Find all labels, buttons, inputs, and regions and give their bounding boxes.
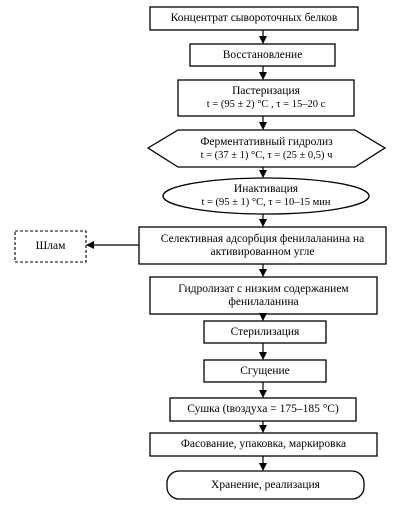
text-adsorption-line2: активированном угле: [210, 245, 315, 258]
text-reconstitution: Восстановление: [222, 48, 303, 61]
text-condensation: Сгущение: [240, 364, 290, 377]
label-reconstitution: Восстановление: [190, 44, 335, 66]
text-adsorption-line1: Селективная адсорбция фенилаланина на: [160, 232, 365, 245]
label-inactivation: Инактивация t = (95 ± 1) °С, τ = 10–15 м…: [163, 178, 369, 214]
text-hydrolysate-line1: Гидролизат с низким содержанием: [178, 282, 349, 295]
text-waste: Шлам: [35, 240, 66, 252]
box-sterilization: [203, 320, 327, 344]
label-drying: Сушка (tвоздуха = 175–185 °С): [170, 398, 356, 421]
ellipse-inactivation: [162, 177, 370, 215]
label-concentrate: Концентрат сывороточных белков: [150, 7, 358, 30]
box-pasteurization: [177, 79, 355, 117]
label-storage: Хранение, реализация: [167, 471, 364, 499]
box-condensation: [203, 359, 327, 383]
label-packaging: Фасование, упаковка, маркировка: [150, 433, 377, 456]
hexagon-hydrolysis: [146, 129, 387, 168]
text-inactivation: Инактивация: [233, 183, 299, 195]
box-concentrate: [149, 6, 359, 31]
label-hydrolysate: Гидролизат с низким содержанием фенилала…: [150, 277, 377, 314]
label-sterilization: Стерилизация: [204, 321, 326, 343]
box-waste: [14, 230, 87, 263]
text-hydrolysate-line2: фенилаланина: [228, 295, 299, 308]
connector-arrows: [86, 30, 267, 471]
label-pasteurization: Пастеризация t = (95 ± 2) °С , τ = 15–20…: [178, 80, 354, 116]
text-inactivation-params: t = (95 ± 1) °С, τ = 10–15 мин: [201, 197, 331, 208]
text-hydrolysis: Ферментативный гидролиз: [200, 135, 333, 148]
text-pasteurization-params: t = (95 ± 2) °С , τ = 15–20 с: [206, 99, 326, 110]
label-adsorption: Селективная адсорбция фенилаланина на ак…: [139, 227, 386, 264]
text-pasteurization: Пастеризация: [232, 85, 300, 97]
text-sterilization: Стерилизация: [230, 325, 300, 338]
box-hydrolysate: [149, 276, 378, 315]
label-condensation: Сгущение: [204, 360, 326, 382]
label-waste: Шлам: [15, 231, 86, 262]
text-hydrolysis-params: t = (37 ± 1) °С, τ = (25 ± 0,5) ч: [200, 149, 333, 161]
text-concentrate: Концентрат сывороточных белков: [170, 12, 338, 24]
box-storage: [166, 470, 365, 500]
text-storage: Хранение, реализация: [211, 478, 320, 491]
label-hydrolysis: Ферментативный гидролиз t = (37 ± 1) °С,…: [160, 130, 373, 167]
text-packaging: Фасование, упаковка, маркировка: [180, 438, 347, 450]
text-drying: Сушка (tвоздуха = 175–185 °С): [187, 403, 339, 415]
